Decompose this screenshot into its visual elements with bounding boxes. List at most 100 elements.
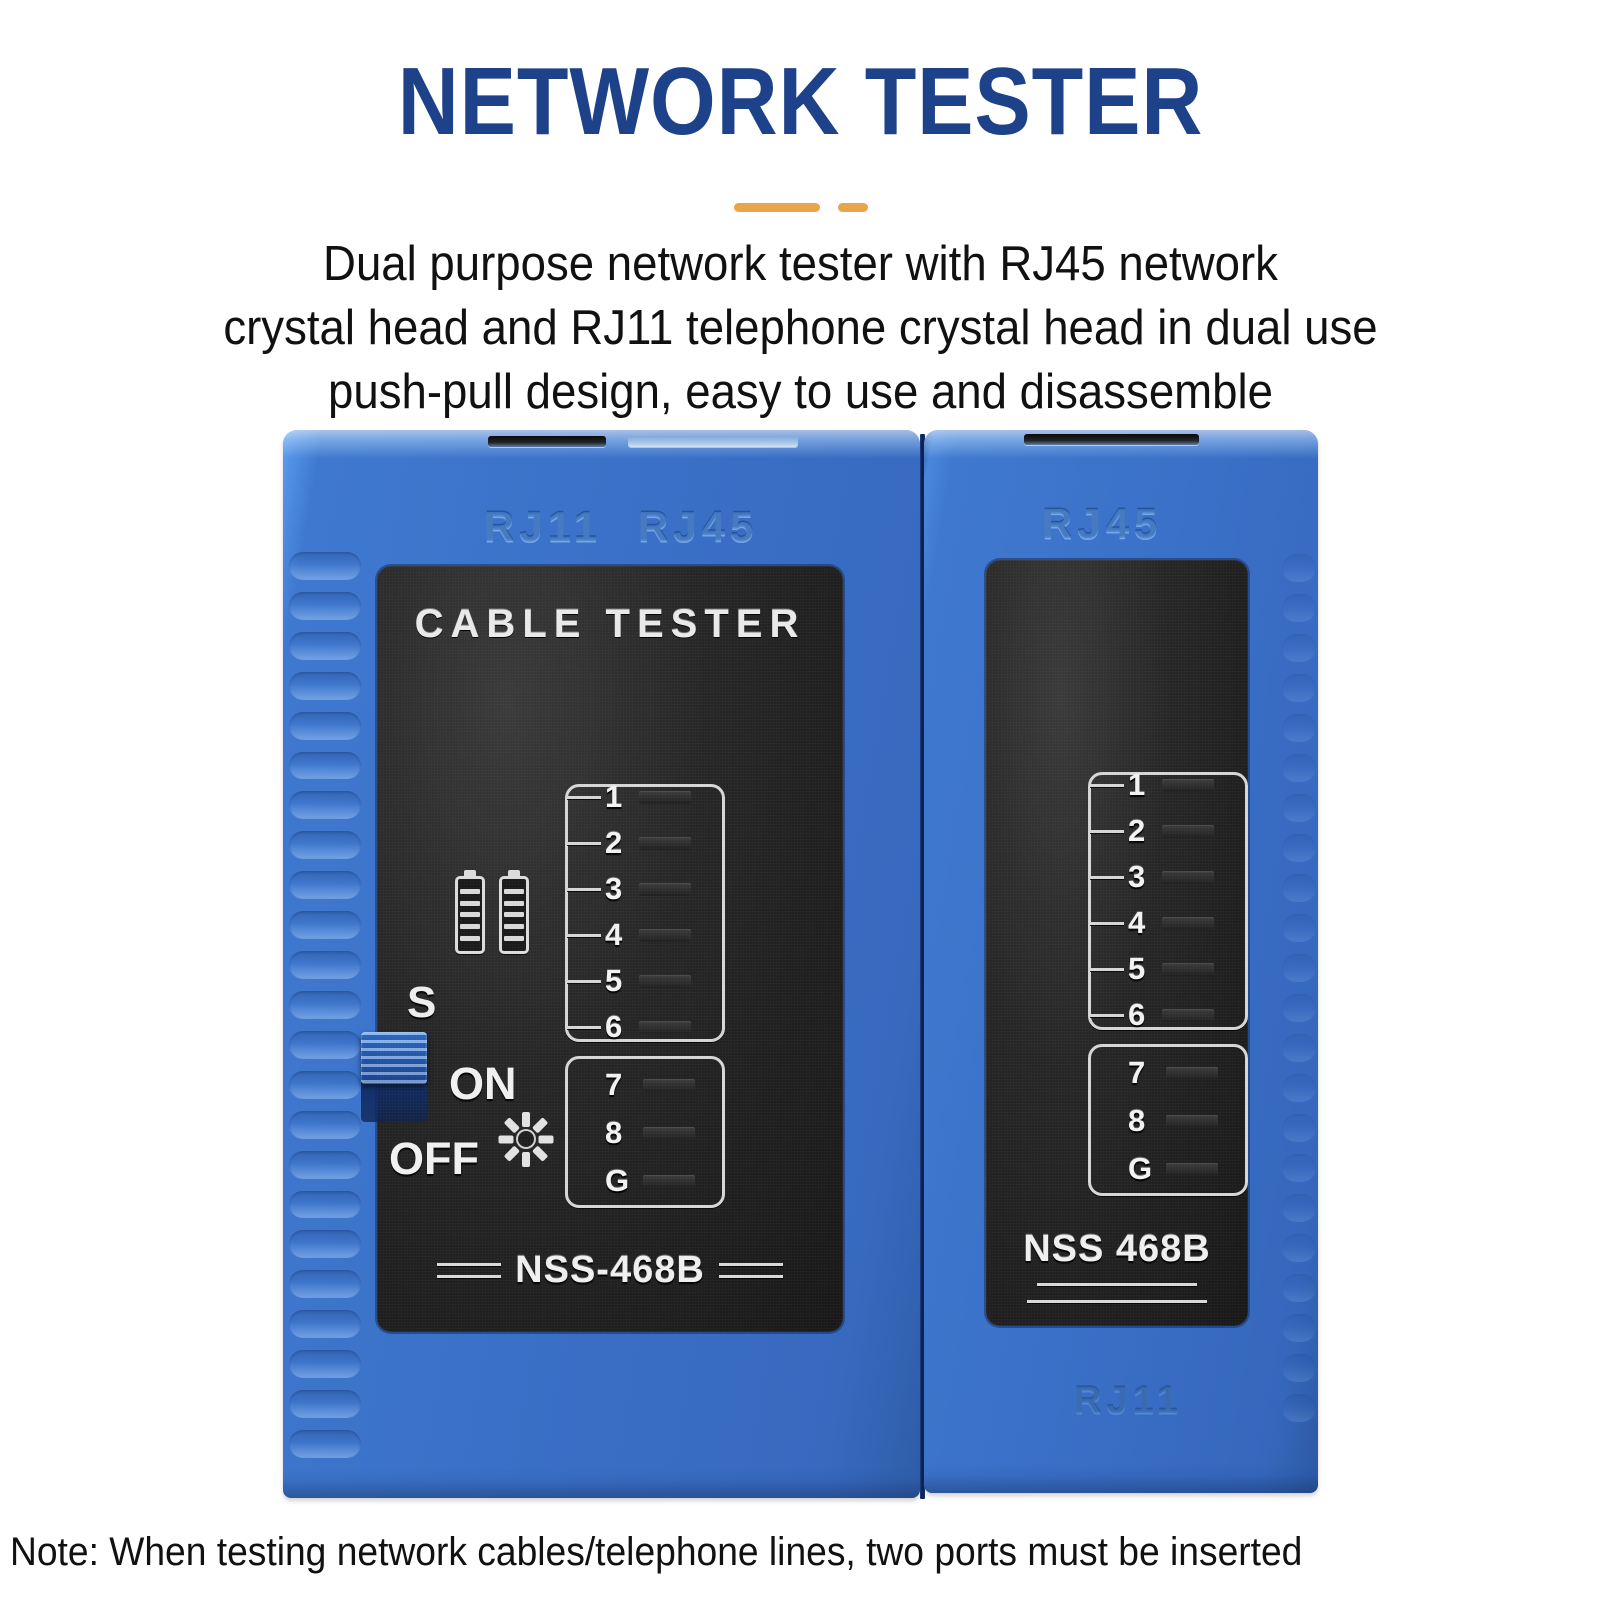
led-indicator <box>639 1020 691 1034</box>
model-rule-right <box>718 1263 783 1278</box>
grip-rib <box>289 1230 361 1259</box>
grip-rib <box>1282 1154 1316 1182</box>
rj45-port-slot[interactable] <box>1024 434 1199 445</box>
led-row: G <box>1088 1151 1248 1186</box>
main-unit-face-panel: CABLE TESTER S ON OFF <box>361 566 843 1332</box>
model-rule-1 <box>1037 1283 1197 1286</box>
side-grip-ribs <box>1282 550 1316 1430</box>
grip-rib <box>1282 954 1316 982</box>
led-indicator <box>639 790 691 804</box>
case-bottom-shadow <box>924 1463 1318 1493</box>
led-indicator <box>639 928 691 942</box>
rj45-port-slot[interactable] <box>628 436 798 447</box>
led-label: 8 <box>1128 1103 1146 1138</box>
grip-rib <box>289 1190 361 1219</box>
led-group-bracket <box>565 784 725 1042</box>
remote-unit-face-panel: 1 2 3 4 <box>986 560 1248 1326</box>
switch-label-on: ON <box>449 1058 517 1109</box>
led-group-7-8-g: 7 8 G <box>1088 1044 1248 1196</box>
led-row: 1 <box>565 779 725 814</box>
title-divider <box>0 203 1601 212</box>
side-grip-ribs <box>289 548 361 1458</box>
battery-icon <box>455 876 485 954</box>
grip-rib <box>1282 1234 1316 1262</box>
led-group-bracket <box>1088 772 1248 1030</box>
power-switch-slider[interactable] <box>361 1032 427 1084</box>
led-row: 1 <box>1088 767 1248 802</box>
led-row: 2 <box>1088 813 1248 848</box>
led-row: 6 <box>565 1011 725 1042</box>
grip-rib <box>289 1390 361 1418</box>
grip-rib <box>1282 794 1316 822</box>
grip-rib <box>1282 834 1316 862</box>
grip-rib <box>289 1150 361 1179</box>
grip-rib <box>1282 754 1316 782</box>
led-indicator <box>643 1174 695 1188</box>
led-row: 3 <box>565 873 725 904</box>
led-row: 8 <box>1088 1103 1248 1138</box>
page-title: NETWORK TESTER <box>397 48 1204 155</box>
grip-rib <box>1282 1394 1316 1422</box>
led-row: 6 <box>1088 997 1248 1032</box>
grip-rib <box>289 1270 361 1299</box>
led-indicator <box>643 1126 695 1140</box>
led-label: 2 <box>1128 813 1146 848</box>
grip-rib <box>1282 1074 1316 1102</box>
led-indicator <box>639 836 691 850</box>
led-row: G <box>565 1163 725 1198</box>
led-row: 4 <box>1088 907 1248 938</box>
rj11-port-slot[interactable] <box>488 436 606 447</box>
grip-rib <box>289 911 361 940</box>
led-label: 7 <box>605 1067 623 1102</box>
grip-rib <box>289 591 361 620</box>
led-row: 3 <box>1088 861 1248 892</box>
grip-rib <box>289 951 361 979</box>
model-label-main: NSS-468B <box>377 1249 843 1292</box>
power-switch-area[interactable]: S ON OFF <box>361 978 607 1184</box>
product-image: RJ11 RJ45 <box>283 430 1318 1502</box>
model-rule-2 <box>1027 1300 1207 1303</box>
led-indicator <box>643 1078 695 1092</box>
grip-rib <box>289 552 361 580</box>
model-label-remote: NSS 468B <box>986 1228 1248 1303</box>
led-label: 6 <box>1128 997 1146 1032</box>
grip-rib <box>289 871 361 900</box>
divider-bar-long <box>733 203 820 212</box>
footer-note: Note: When testing network cables/teleph… <box>10 1530 1303 1574</box>
led-indicator <box>1166 1114 1218 1128</box>
subtitle-line-1: Dual purpose network tester with RJ45 ne… <box>323 237 1278 291</box>
grip-rib <box>289 831 361 860</box>
led-label: G <box>1128 1151 1153 1186</box>
case-label-rj45: RJ45 <box>1042 500 1163 547</box>
led-indicator <box>1162 778 1214 792</box>
led-row: 2 <box>565 827 725 858</box>
tester-main-unit: RJ11 RJ45 <box>283 430 920 1498</box>
grip-rib <box>1282 874 1316 902</box>
switch-label-off: OFF <box>389 1133 479 1184</box>
led-label: 8 <box>605 1115 623 1150</box>
led-label: 1 <box>1128 767 1146 802</box>
grip-rib <box>1282 1034 1316 1062</box>
led-label: 1 <box>605 779 623 814</box>
grip-rib <box>1282 914 1316 942</box>
subtitle: Dual purpose network tester with RJ45 ne… <box>196 232 1406 424</box>
grip-rib <box>1282 994 1316 1022</box>
led-group-frame <box>1088 1044 1248 1196</box>
grip-rib <box>1282 1354 1316 1382</box>
led-indicator <box>639 974 691 988</box>
led-indicator <box>1166 1162 1218 1176</box>
battery-indicator-icons <box>455 876 529 954</box>
model-rule-left <box>437 1263 502 1278</box>
battery-icon <box>499 876 529 954</box>
led-indicator <box>639 882 691 896</box>
switch-track <box>361 1082 427 1122</box>
case-label-rj11-bottom: RJ11 <box>1074 1380 1183 1422</box>
led-label: G <box>605 1163 630 1198</box>
led-row: 4 <box>565 919 725 950</box>
grip-rib <box>1282 1194 1316 1222</box>
led-row: 8 <box>565 1115 725 1150</box>
led-row: 5 <box>565 965 725 996</box>
subtitle-line-3: push-pull design, easy to use and disass… <box>328 365 1273 419</box>
grip-rib <box>289 631 361 660</box>
